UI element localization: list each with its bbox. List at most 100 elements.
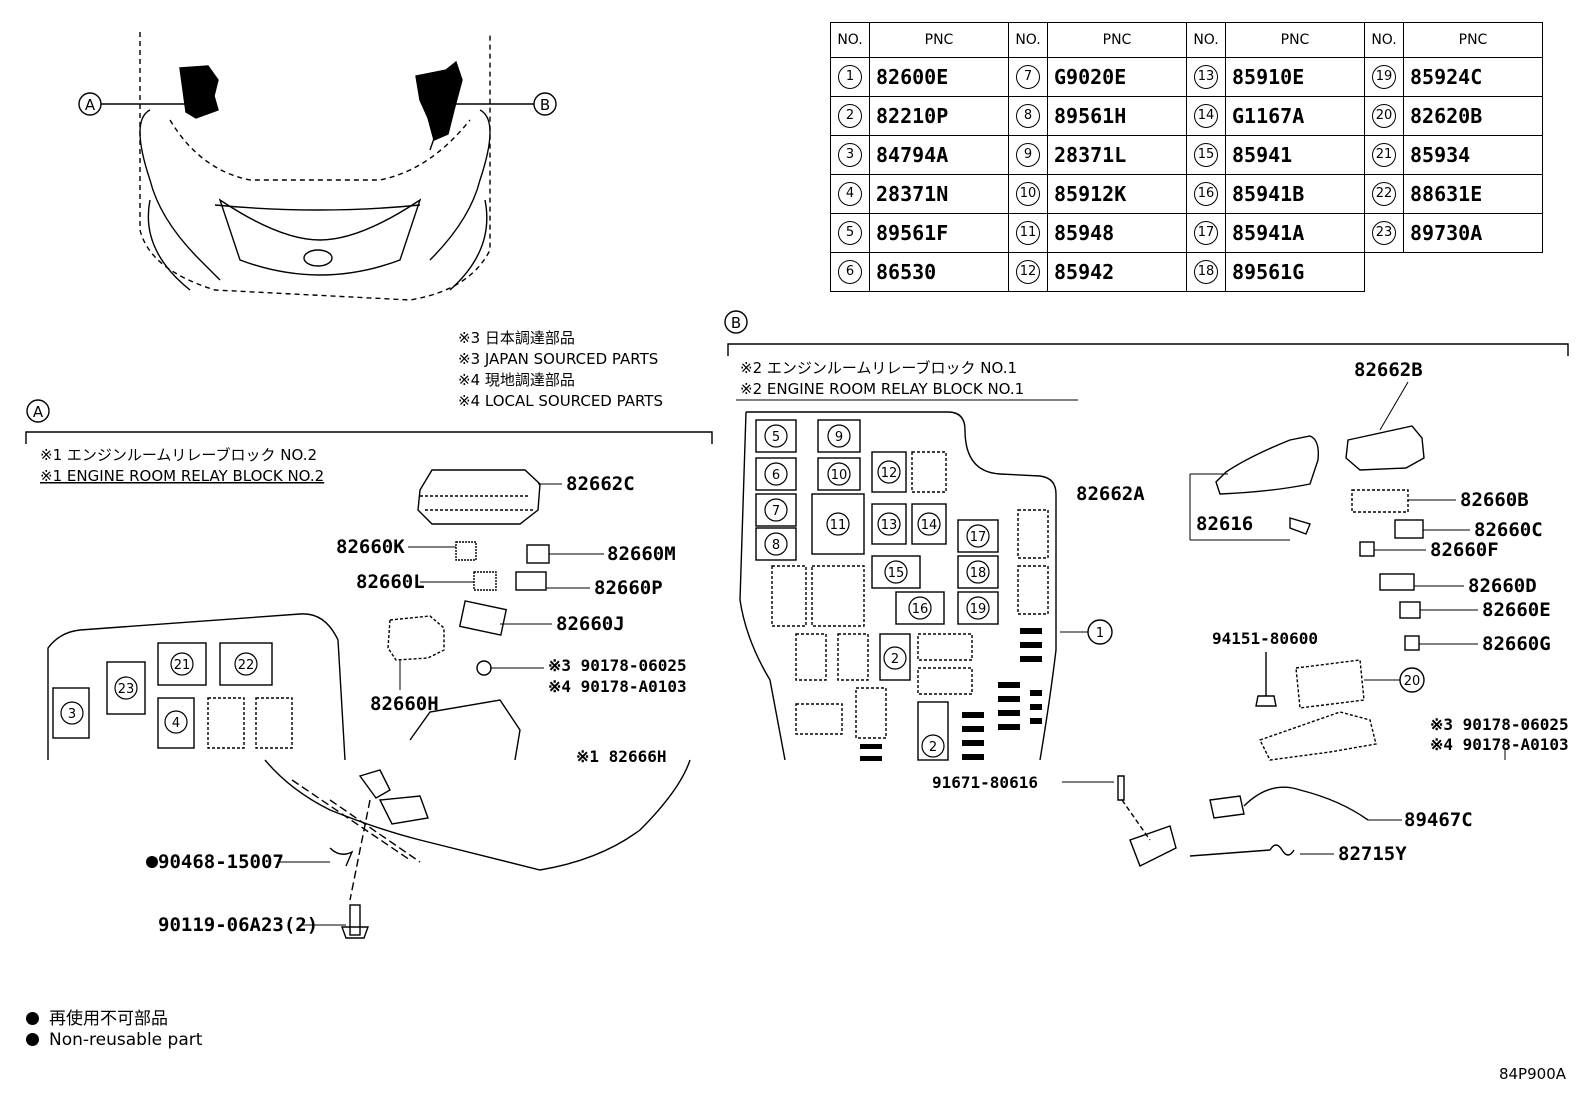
table-header-row: NO. PNC NO. PNC NO. PNC NO. PNC xyxy=(830,22,1543,58)
block-number-label: 16 xyxy=(912,602,929,617)
block-number-label: 11 xyxy=(830,518,847,533)
legend-en: Non-reusable part xyxy=(26,1030,202,1050)
block-number-label: 21 xyxy=(174,658,191,673)
row-number: 13 xyxy=(1186,57,1226,97)
part-label: 90119-06A23(2) xyxy=(158,914,318,936)
legend-jp-text: 再使用不可部品 xyxy=(49,1009,168,1029)
row-number: 7 xyxy=(1008,57,1048,97)
callout-b-top xyxy=(429,92,557,151)
callout-20 xyxy=(1399,667,1425,693)
section-b-bracket xyxy=(727,343,1569,356)
pnc-cell: 85924C xyxy=(1403,57,1543,97)
part-label: 82660E xyxy=(1482,599,1551,621)
pnc-cell: 28371L xyxy=(1047,135,1187,175)
row-number: 10 xyxy=(1008,174,1048,214)
row-number-circle: 11 xyxy=(1016,221,1040,245)
row-number-circle: 15 xyxy=(1194,143,1218,167)
block-number-label: 19 xyxy=(970,602,987,617)
part-label: 90468-15007 xyxy=(158,851,284,873)
note-japan-en: ※3 JAPAN SOURCED PARTS xyxy=(458,350,658,368)
vehicle-front-view xyxy=(139,32,491,301)
header-no: NO. xyxy=(830,22,870,58)
pnc-cell: 85942 xyxy=(1047,252,1187,292)
pnc-cell: 85934 xyxy=(1403,135,1543,175)
row-number-circle: 6 xyxy=(838,260,862,284)
block-number-label: 12 xyxy=(881,466,898,481)
row-number-circle: 16 xyxy=(1194,182,1218,206)
block-number-circle xyxy=(908,596,932,620)
header-pnc: PNC xyxy=(869,22,1009,58)
pnc-cell: 84794A xyxy=(869,135,1009,175)
block-number-label: 22 xyxy=(238,658,255,673)
row-number-circle: 14 xyxy=(1194,104,1218,128)
relay-block-no2 xyxy=(47,613,346,761)
block-number-circle xyxy=(164,710,188,734)
part-label: 89467C xyxy=(1404,809,1473,831)
row-number-circle: 20 xyxy=(1372,104,1396,128)
part-label: 82660K xyxy=(336,536,405,558)
block-number-circle xyxy=(877,460,901,484)
part-label: ※3 90178-06025 xyxy=(548,656,687,675)
pnc-cell: 28371N xyxy=(869,174,1009,214)
part-label: ※4 90178-A0103 xyxy=(548,677,687,696)
pnc-cell: 85910E xyxy=(1225,57,1365,97)
pnc-cell: 86530 xyxy=(869,252,1009,292)
block-number-label: 7 xyxy=(772,504,780,519)
pnc-cell: 82600E xyxy=(869,57,1009,97)
row-number-circle: 21 xyxy=(1372,143,1396,167)
row-number-circle: 23 xyxy=(1372,221,1396,245)
callout-a-section xyxy=(26,399,50,423)
section-a-bracket xyxy=(25,431,713,444)
block-number-label: 13 xyxy=(881,518,898,533)
drawing-code: 84P900A xyxy=(1498,1065,1566,1083)
block-number-circle xyxy=(114,676,138,700)
block-number-label: 2 xyxy=(929,740,937,755)
row-number-circle: 8 xyxy=(1016,104,1040,128)
pnc-cell: 85941B xyxy=(1225,174,1365,214)
block-number-circle xyxy=(764,424,788,448)
pnc-cell: 85941 xyxy=(1225,135,1365,175)
callout-b-label: B xyxy=(731,314,741,332)
pnc-cell: 88631E xyxy=(1403,174,1543,214)
section-a-title-en: ※1 ENGINE ROOM RELAY BLOCK NO.2 xyxy=(40,467,324,485)
pnc-cell: 89561G xyxy=(1225,252,1365,292)
leader-lines-b xyxy=(1060,381,1506,855)
pnc-cell: 89561H xyxy=(1047,96,1187,136)
block-number-label: 6 xyxy=(772,468,780,483)
row-number: 19 xyxy=(1364,57,1404,97)
row-number: 20 xyxy=(1364,96,1404,136)
row-number-circle: 12 xyxy=(1016,260,1040,284)
pnc-cell: 82620B xyxy=(1403,96,1543,136)
callout-b-section xyxy=(724,310,748,334)
row-number-circle: 5 xyxy=(838,221,862,245)
callout-b-label: B xyxy=(540,96,550,114)
non-reusable-dot-icon xyxy=(146,856,158,868)
part-label: 82662A xyxy=(1076,483,1145,505)
mounting-bracket-a xyxy=(264,699,691,939)
block-number-label: 8 xyxy=(772,538,780,553)
pnc-cell: 85941A xyxy=(1225,213,1365,253)
block-number-label: 14 xyxy=(921,518,938,533)
part-label: 82662B xyxy=(1354,359,1423,381)
row-number-circle: 2 xyxy=(838,104,862,128)
non-reusable-dot-icon xyxy=(26,1012,39,1025)
row-number-circle: 18 xyxy=(1194,260,1218,284)
callout-20-label: 20 xyxy=(1404,674,1421,689)
block-number-label: 5 xyxy=(772,430,780,445)
part-label: ※4 90178-A0103 xyxy=(1430,735,1569,754)
part-label: 82660J xyxy=(556,613,625,635)
block-number-circle xyxy=(764,498,788,522)
block-number-circle xyxy=(234,652,258,676)
section-b-title-jp: ※2 エンジンルームリレーブロック NO.1 xyxy=(740,359,1017,377)
row-number: 6 xyxy=(830,252,870,292)
note-local-jp: ※4 現地調達部品 xyxy=(458,371,575,389)
row-number-circle: 22 xyxy=(1372,182,1396,206)
part-label: 82660P xyxy=(594,577,663,599)
note-japan-jp: ※3 日本調達部品 xyxy=(458,329,575,347)
part-label: 82660L xyxy=(356,571,425,593)
table-row: 6 86530 12 85942 18 89561G xyxy=(830,252,1543,292)
